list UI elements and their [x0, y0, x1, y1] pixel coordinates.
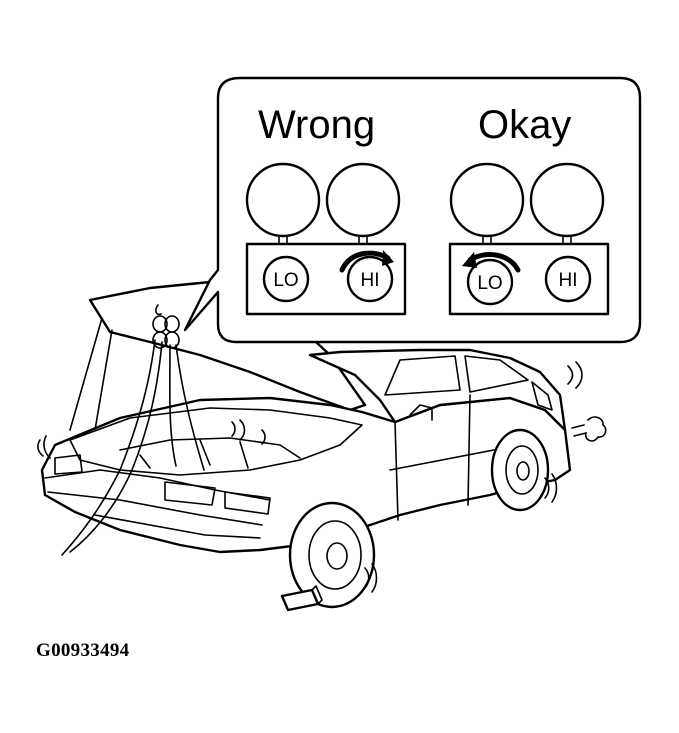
okay-lo-gauge-dial: [449, 162, 525, 238]
gauge-hoses: [61, 339, 156, 556]
wrong-lo-valve: [262, 255, 310, 303]
wrong-lo-label: LO: [273, 270, 298, 291]
rotation-arrow-icon: [339, 250, 394, 273]
wrong-hi-gauge-dial: [325, 162, 401, 238]
okay-lo-valve: [466, 258, 514, 306]
car-illustration: [40, 280, 572, 612]
okay-hi-gauge-dial: [529, 162, 605, 238]
figure-id: G00933494: [36, 640, 130, 661]
exhaust-puff-icon: [571, 416, 607, 442]
wrong-label: Wrong: [258, 103, 375, 147]
okay-hi-label: HI: [559, 270, 578, 291]
wrong-lo-gauge-dial: [245, 162, 321, 238]
wrong-hi-label: HI: [361, 270, 380, 291]
wrong-hi-valve: [346, 255, 394, 303]
rotation-arrow-icon: [462, 252, 521, 273]
front-wheel: [288, 501, 376, 609]
okay-hi-valve: [544, 255, 592, 303]
okay-label: Okay: [478, 103, 571, 147]
wrong-gauge-set: LO HI: [245, 162, 407, 316]
car-cabin: [308, 348, 567, 432]
wheel-chock: [280, 588, 320, 612]
okay-gauge-set: LO HI: [448, 162, 610, 316]
okay-lo-label: LO: [477, 273, 502, 294]
rear-wheel: [490, 428, 550, 512]
callout-bubble: Wrong Okay LO HI LO: [183, 76, 642, 344]
manifold-gauge-set: [152, 304, 180, 349]
vibration-icon: [37, 361, 583, 593]
